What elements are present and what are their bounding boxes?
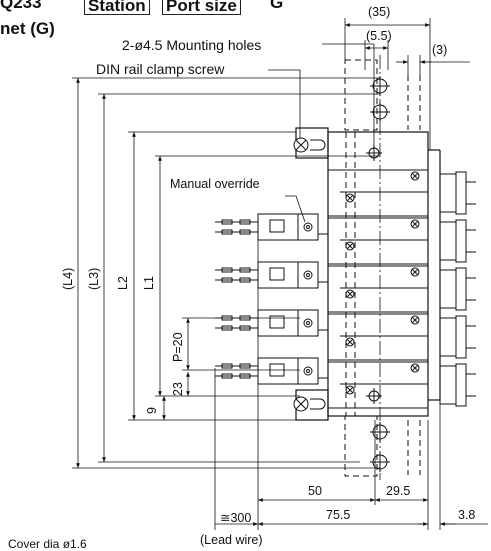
station-5-screw-icon [410, 363, 420, 373]
dim-L1: L1 [142, 276, 156, 290]
station-2-solenoid [297, 261, 319, 289]
din-rail [344, 59, 421, 477]
station-1-solenoid [297, 213, 319, 241]
station-5-fitting [439, 365, 457, 405]
dim-L3: (L3) [87, 267, 101, 290]
dim-9: 9 [145, 407, 159, 414]
station-2-fitting [439, 221, 457, 261]
din-clamp-screw-icons [293, 137, 326, 412]
station-1-screw-icon [345, 193, 355, 203]
dim-L4: (L4) [61, 267, 75, 290]
title-fragment: Q233 [0, 0, 42, 12]
station-1-connector [257, 213, 299, 241]
station-2-manual-override-icon [303, 270, 313, 280]
station-3-screw-icon [345, 289, 355, 299]
station-3-manual-override-icon [303, 318, 313, 328]
dim-3: (3) [432, 43, 448, 57]
dim-pitch: P=20 [171, 332, 185, 362]
station-1-screw-icon [410, 171, 420, 181]
mounting-holes-label: 2-ø4.5 Mounting holes [122, 37, 262, 53]
station-2-screw-icon [345, 241, 355, 251]
station-1-fitting [439, 173, 457, 213]
page-subtitle: net (G) [0, 19, 55, 38]
dim-75-5: 75.5 [326, 508, 351, 522]
station-5-screw-icon [345, 385, 355, 395]
dim-300: ≅300 [220, 511, 252, 525]
mounting-hole-symbols [366, 76, 390, 472]
dim-5-5: (5.5) [366, 29, 392, 43]
station-1-valve-body [327, 169, 429, 217]
station-4-solenoid [297, 357, 319, 385]
din-clamp-screw-label: DIN rail clamp screw [96, 61, 225, 77]
title-suffix: G [270, 0, 284, 12]
station-3-valve-body [327, 265, 429, 313]
station-2-valve-body [327, 217, 429, 265]
station-4-manual-override-icon [303, 366, 313, 376]
station-5-valve-body [327, 361, 429, 409]
station-3-connector [257, 309, 299, 337]
station-4-valve-body [327, 313, 429, 361]
lead-wire-label: (Lead wire) [200, 533, 263, 547]
manual-override-label: Manual override [170, 177, 260, 191]
station-4-fitting [439, 317, 457, 357]
cover-dia-label: Cover dia ø1.6 [8, 537, 87, 551]
station-tag: Station [84, 0, 150, 15]
dimension-lines [72, 18, 488, 530]
station-4-connector [257, 357, 299, 385]
dim-29-5: 29.5 [386, 484, 411, 498]
dim-50: 50 [308, 484, 322, 498]
port-size-tag: Port size [162, 0, 241, 15]
station-3-screw-icon [410, 267, 420, 277]
station-2-connector [257, 261, 299, 289]
station-3-fitting [439, 269, 457, 309]
station-3-solenoid [297, 309, 319, 337]
station-2-screw-icon [410, 219, 420, 229]
station-1-manual-override-icon [303, 222, 313, 232]
dim-3-8: 3.8 [458, 508, 476, 522]
dim-35: (35) [368, 5, 391, 19]
dim-23: 23 [171, 382, 185, 396]
station-4-screw-icon [345, 337, 355, 347]
station-4-screw-icon [410, 315, 420, 325]
dim-L2: L2 [116, 276, 130, 290]
